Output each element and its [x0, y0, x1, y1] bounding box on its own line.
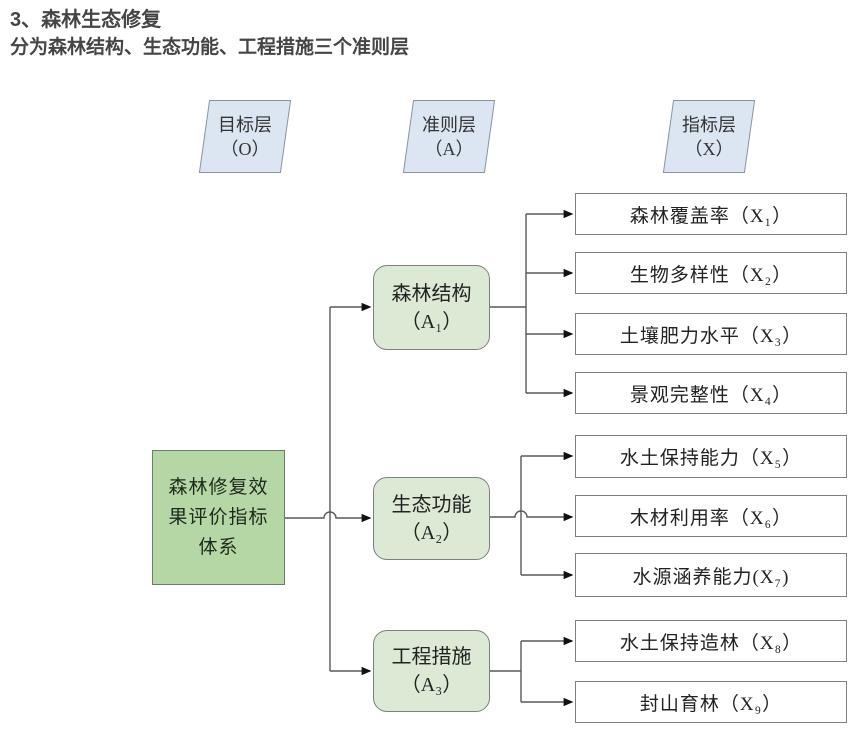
- criterion-node-ecological-function: 生态功能 （A₂）: [373, 477, 490, 560]
- indicator-node-x4: 景观完整性（X₄）: [575, 372, 847, 414]
- indicator-label: 森林覆盖率（X₁）: [629, 205, 793, 227]
- page-title: 3、森林生态修复: [10, 9, 162, 31]
- indicator-node-x1: 森林覆盖率（X₁）: [575, 193, 847, 235]
- indicator-node-x8: 水土保持造林（X₈）: [575, 620, 847, 662]
- indicator-label: 水土保持能力（X₅）: [619, 448, 803, 469]
- criterion-code: （A₃）: [400, 674, 463, 696]
- indicator-label: 水源涵养能力(X₇): [632, 566, 790, 588]
- layer-header-goal: 目标层 （O）: [198, 100, 292, 173]
- goal-node: 森林修复效果评价指标体系: [152, 450, 285, 585]
- link-to-indicator-6-with-hop: [490, 510, 574, 522]
- indicator-node-x9: 封山育林（X₉）: [575, 681, 847, 723]
- layer-header-goal-label: 目标层: [218, 114, 272, 135]
- indicator-label: 生物多样性（X₂）: [629, 264, 793, 286]
- criterion-code: （A₁）: [400, 310, 463, 333]
- criterion-code: （A₂）: [400, 521, 463, 544]
- indicator-label: 土壤肥力水平（X₃）: [619, 325, 803, 347]
- indicator-node-x3: 土壤肥力水平（X₃）: [575, 313, 847, 355]
- criterion-label: 工程措施: [391, 646, 472, 668]
- indicator-node-x6: 木材利用率（X₆）: [575, 495, 847, 537]
- layer-header-criteria-code: （A）: [424, 138, 474, 159]
- layer-header-criteria-label: 准则层: [422, 114, 476, 135]
- layer-header-goal-code: （O）: [220, 138, 270, 159]
- layer-header-indicators-code: （X）: [684, 138, 734, 159]
- indicator-node-x2: 生物多样性（X₂）: [575, 252, 847, 294]
- indicator-node-x5: 水土保持能力（X₅）: [575, 435, 847, 478]
- indicator-label: 景观完整性（X₄）: [629, 384, 793, 406]
- indicator-label: 水土保持造林（X₈）: [619, 632, 803, 654]
- criterion-node-forest-structure: 森林结构 （A₁）: [373, 265, 490, 350]
- indicator-label: 封山育林（X₉）: [639, 693, 783, 715]
- criterion-label: 森林结构: [391, 282, 472, 305]
- link-goal-feed-with-hop: [285, 511, 372, 523]
- title-block: 3、森林生态修复 分为森林结构、生态功能、工程措施三个准则层: [10, 6, 409, 61]
- layer-header-criteria: 准则层 （A）: [402, 100, 496, 173]
- indicator-node-x7: 水源涵养能力(X₇): [575, 553, 847, 597]
- layer-header-indicators: 指标层 （X）: [662, 100, 756, 173]
- criterion-label: 生态功能: [391, 493, 472, 516]
- indicator-label: 木材利用率（X₆）: [629, 507, 793, 529]
- goal-node-label: 森林修复效果评价指标体系: [168, 476, 269, 558]
- layer-header-indicators-label: 指标层: [682, 114, 736, 135]
- page-subtitle: 分为森林结构、生态功能、工程措施三个准则层: [10, 37, 410, 58]
- criterion-node-engineering-measures: 工程措施 （A₃）: [373, 630, 490, 712]
